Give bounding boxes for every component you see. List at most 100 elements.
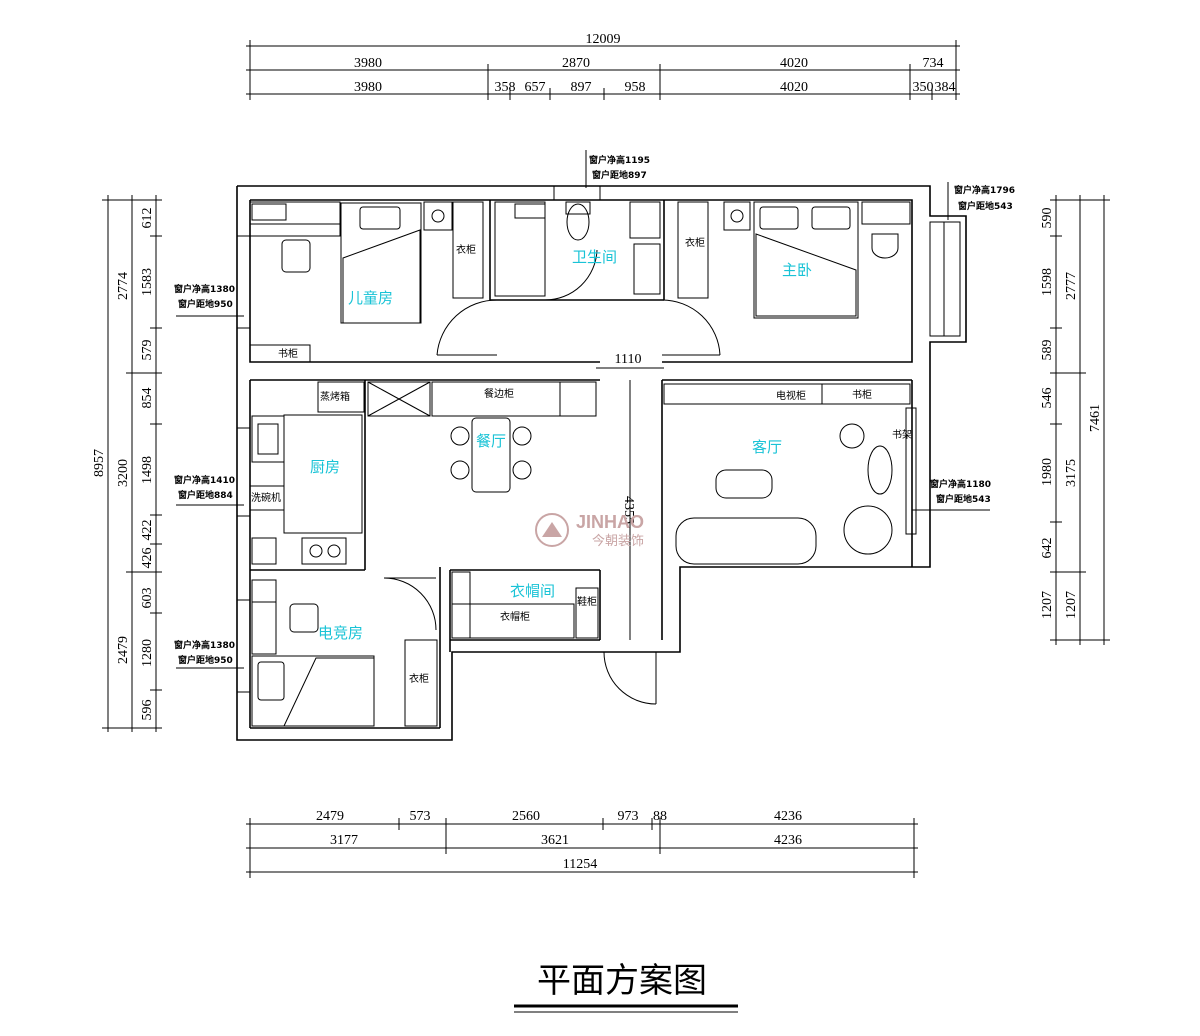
room-bath: 卫生间 — [572, 248, 617, 266]
left-dim-i3: 579 — [140, 340, 155, 361]
master-bedroom-furniture — [677, 201, 911, 319]
top-dim-b7: 350 — [913, 80, 934, 95]
bath-window-sill: 窗户距地897 — [592, 169, 647, 181]
bottom-dim-a1: 2479 — [316, 809, 344, 824]
left-dim-m3: 2479 — [116, 636, 131, 664]
shoe-cabinet-label: 鞋柜 — [577, 595, 597, 608]
sideboard-label: 餐边柜 — [484, 387, 514, 400]
bottom-dim-a2: 573 — [410, 809, 431, 824]
room-living: 客厅 — [752, 438, 782, 456]
bottom-dim-b1: 3177 — [330, 833, 358, 848]
watermark — [535, 513, 569, 547]
kitchen-furniture — [249, 381, 365, 565]
bottom-dim-a6: 4236 — [774, 809, 802, 824]
gaming-window-height: 窗户净高1380 — [174, 639, 235, 651]
interior-dimension-lines — [596, 367, 664, 640]
right-dim-m1: 2777 — [1064, 272, 1079, 300]
left-dim-i5: 1498 — [140, 456, 155, 484]
master-window-height: 窗户净高1796 — [954, 184, 1015, 196]
cloak-cabinet-label: 衣帽柜 — [500, 610, 530, 623]
right-dim-total: 7461 — [1088, 404, 1103, 432]
windows — [236, 185, 917, 693]
watermark-brand-cn: 今朝装饰 — [592, 533, 644, 549]
bottom-dim-b3: 4236 — [774, 833, 802, 848]
bottom-dim-total: 11254 — [563, 857, 597, 872]
left-dim-i10: 596 — [140, 700, 155, 721]
left-dim-total: 8957 — [92, 449, 107, 477]
bottom-dimension-lines — [246, 818, 918, 878]
right-dim-m3: 1207 — [1064, 591, 1079, 619]
kitchen-window-sill: 窗户距地884 — [178, 489, 233, 501]
right-dim-i7: 1207 — [1040, 591, 1055, 619]
left-dim-i6: 422 — [140, 520, 155, 541]
left-dim-i1: 612 — [140, 208, 155, 229]
bath-window-height: 窗户净高1195 — [589, 154, 650, 166]
top-dim-b2: 358 — [495, 80, 516, 95]
top-dim-b8: 384 — [935, 80, 956, 95]
bottom-dim-a5: 88 — [653, 809, 667, 824]
left-dim-m1: 2774 — [116, 272, 131, 300]
left-dimension-lines — [102, 195, 162, 732]
watermark-brand: JINHAO — [576, 512, 644, 532]
right-dim-i5: 1980 — [1040, 458, 1055, 486]
door-swings — [383, 249, 721, 705]
kids-window-height: 窗户净高1380 — [174, 283, 235, 295]
bottom-dim-a3: 2560 — [512, 809, 540, 824]
right-dim-i4: 546 — [1040, 388, 1055, 409]
kids-room-furniture — [249, 201, 484, 363]
top-dim-b6: 4020 — [780, 80, 808, 95]
cloakroom-furniture — [451, 571, 599, 639]
dishwasher-label: 洗碗机 — [251, 491, 281, 504]
tv-cabinet-label: 电视柜 — [776, 389, 806, 402]
living-window-height: 窗户净高1180 — [930, 478, 991, 490]
living-window-sill: 窗户距地543 — [936, 493, 991, 505]
living-room-furniture — [663, 383, 911, 565]
top-dim-a2: 2870 — [562, 56, 590, 71]
room-cloak: 衣帽间 — [510, 582, 555, 600]
bookshelf-label: 书架 — [892, 429, 912, 441]
top-dim-a1: 3980 — [354, 56, 382, 71]
kitchen-window-height: 窗户净高1410 — [174, 474, 235, 486]
kids-bookcase-label: 书柜 — [278, 347, 298, 360]
right-dim-i6: 642 — [1040, 538, 1055, 559]
bottom-dim-a4: 973 — [618, 809, 639, 824]
bottom-dim-b2: 3621 — [541, 833, 569, 848]
room-dining: 餐厅 — [476, 432, 506, 450]
right-dimension-lines — [1050, 195, 1110, 645]
left-dim-i9: 1280 — [140, 639, 155, 667]
gaming-wardrobe-label: 衣柜 — [409, 672, 429, 685]
room-kitchen: 厨房 — [310, 458, 340, 476]
corridor-length-dim: 4355 — [621, 496, 636, 524]
left-dim-i4: 854 — [140, 388, 155, 409]
left-dim-i2: 1583 — [140, 268, 155, 296]
room-master: 主卧 — [782, 261, 812, 279]
gaming-window-sill: 窗户距地950 — [178, 654, 233, 666]
room-gaming: 电竞房 — [318, 624, 363, 642]
right-dim-m2: 3175 — [1064, 459, 1079, 487]
kids-window-sill: 窗户距地950 — [178, 298, 233, 310]
top-dim-a3: 4020 — [780, 56, 808, 71]
top-dimension-lines — [246, 40, 960, 100]
steam-oven-label: 蒸烤箱 — [320, 390, 350, 403]
bookcase-living-label: 书柜 — [852, 388, 872, 401]
master-window-sill: 窗户距地543 — [958, 200, 1013, 212]
gaming-room-furniture — [251, 579, 438, 727]
right-dim-i3: 589 — [1040, 340, 1055, 361]
top-dim-b4: 897 — [571, 80, 592, 95]
left-dim-m2: 3200 — [116, 459, 131, 487]
left-dim-i7: 426 — [140, 548, 155, 569]
top-dim-total: 12009 — [586, 32, 621, 47]
corridor-width-dim: 1110 — [615, 352, 642, 367]
room-kids: 儿童房 — [348, 289, 393, 307]
kids-wardrobe-label: 衣柜 — [456, 243, 476, 256]
title-underline — [514, 1004, 738, 1013]
drawing-title: 平面方案图 — [537, 961, 707, 1001]
exterior-walls — [236, 185, 967, 741]
top-dim-a4: 734 — [923, 56, 944, 71]
master-wardrobe-label: 衣柜 — [685, 236, 705, 249]
right-dim-i1: 590 — [1040, 208, 1055, 229]
right-dim-i2: 1598 — [1040, 268, 1055, 296]
top-dim-b5: 958 — [625, 80, 646, 95]
interior-walls — [249, 200, 913, 729]
